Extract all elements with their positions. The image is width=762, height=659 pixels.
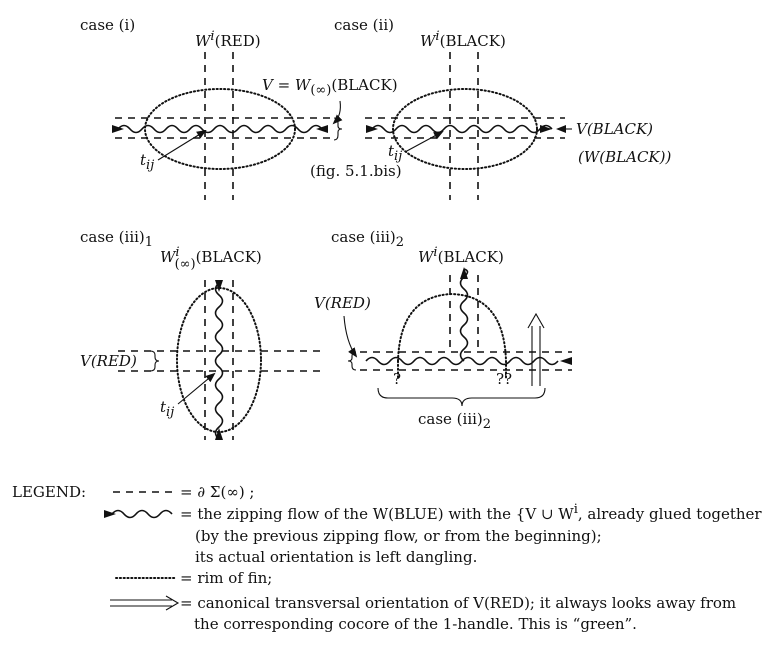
case-ii-arrow-left-icon [366, 125, 378, 133]
case-i-panel: case (i) Wi(RED) V = W(∞)(BLACK) tij [80, 16, 398, 200]
case-iii2-double-arrow-head-icon [527, 312, 545, 329]
case-i-v-label: V = W(∞)(BLACK) [262, 76, 398, 98]
case-iii2-zipping-wave-vertical [459, 268, 469, 362]
legend-wave-arrow-icon [104, 510, 116, 518]
case-iii1-title: case (iii)1 [80, 228, 153, 250]
case-i-title: case (i) [80, 16, 135, 34]
case-ii-arrow-mid-icon [540, 125, 552, 133]
legend-title: LEGEND: [12, 483, 86, 501]
legend-dash-text: = ∂ Σ(∞) ; [180, 483, 255, 501]
legend-wave-line3: its actual orientation is left dangling. [195, 548, 477, 566]
case-ii-fig-ref: (fig. 5.1.bis) [310, 162, 402, 180]
case-iii2-v-label: V(RED) [314, 294, 371, 312]
legend: LEGEND: = ∂ Σ(∞) ; = the zipping flow of… [12, 483, 762, 633]
case-iii1-t-label: tij [160, 398, 174, 420]
case-ii-v-label: V(BLACK) [576, 120, 653, 138]
case-i-t-pointer [157, 129, 207, 161]
case-iii1-fin-rim [176, 287, 262, 433]
case-iii2-arrow-right-icon [560, 357, 572, 365]
case-iii1-t-pointer [177, 372, 216, 405]
legend-arrow-line2: the corresponding cocore of the 1-handle… [194, 615, 637, 633]
case-i-w-label: Wi(RED) [195, 29, 261, 50]
case-iii1-v-label: V(RED) [80, 352, 137, 370]
case-iii2-question-2: ?? [496, 370, 512, 388]
case-iii2-fin-rim-arc [397, 292, 507, 362]
case-i-v-pointer [332, 100, 343, 125]
legend-double-arrow-head-icon [165, 595, 180, 611]
case-iii1-panel: case (iii)1 Wi(∞)(BLACK) V(RED) tij [80, 228, 320, 440]
case-i-fin-rim [144, 88, 296, 170]
legend-wave-sample [111, 509, 173, 519]
case-i-zipping-wave [117, 124, 323, 134]
case-iii2-v-pointer [343, 315, 358, 358]
case-iii2-underbrace [377, 387, 546, 407]
case-ii-w-label: Wi(BLACK) [420, 29, 506, 50]
case-iii1-arrow-top-icon [215, 280, 223, 292]
legend-wave-line1: = the zipping flow of the W(BLUE) with t… [180, 502, 762, 523]
case-ii-title: case (ii) [334, 16, 394, 34]
case-i-arrow-left-icon [112, 125, 124, 133]
case-iii2-question-1: ? [393, 370, 401, 388]
legend-rim-text: = rim of fin; [180, 569, 272, 587]
case-iii2-panel: case (iii)2 Wi(BLACK) V(RED) ? ?? case (… [314, 228, 572, 432]
case-ii-w-black-label: (W(BLACK)) [578, 148, 671, 166]
case-iii1-brace-left [149, 350, 160, 372]
case-ii-zipping-wave [371, 124, 553, 134]
case-iii1-arrow-bottom-icon [215, 428, 223, 440]
case-iii2-arrow-up-icon [460, 267, 468, 279]
case-iii2-zipping-wave [365, 356, 559, 366]
case-i-arrow-right-icon [316, 125, 328, 133]
legend-wave-line2: (by the previous zipping flow, or from t… [195, 527, 602, 545]
case-iii2-brace-label: case (iii)2 [418, 410, 491, 432]
case-ii-panel: case (ii) Wi(BLACK) V(BLACK) (W(BLACK)) … [310, 16, 671, 200]
case-i-t-label: tij [140, 151, 154, 173]
case-iii2-title: case (iii)2 [331, 228, 404, 250]
case-iii1-w-label: Wi(∞)(BLACK) [160, 245, 262, 272]
case-iii2-w-label: Wi(BLACK) [418, 245, 504, 266]
case-ii-t-label: tij [388, 142, 402, 164]
case-ii-t-pointer [404, 131, 444, 153]
case-iii1-zipping-wave [214, 282, 224, 440]
case-ii-fin-rim [392, 88, 538, 170]
legend-arrow-line1: = canonical transversal orientation of V… [180, 594, 736, 612]
